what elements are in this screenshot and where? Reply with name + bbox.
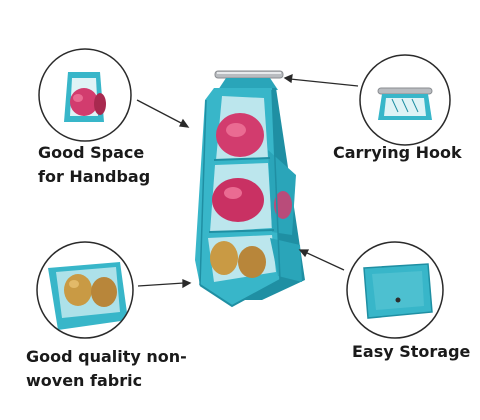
fabric-quality-label: Good quality non- woven fabric xyxy=(26,345,187,393)
fabric-quality-label-line2: woven fabric xyxy=(26,371,143,390)
handbag-space-label-line2: for Handbag xyxy=(38,167,151,186)
handbag-callout-circle xyxy=(38,48,132,142)
handbag-space-label-line1: Good Space xyxy=(38,143,145,162)
handbag-pink-2 xyxy=(212,178,264,222)
hook-callout-circle xyxy=(359,54,451,146)
fabric-quality-label-line1: Good quality non- xyxy=(26,347,187,366)
easy-storage-label: Easy Storage xyxy=(352,340,470,364)
fabric-callout-circle xyxy=(36,241,134,339)
arrow-fabric xyxy=(137,282,185,287)
hanging-organizer xyxy=(195,70,305,308)
arrow-storage xyxy=(304,251,345,271)
storage-callout-circle xyxy=(346,241,444,339)
easy-storage-label-text: Easy Storage xyxy=(352,342,471,361)
carrying-hook-label-text: Carrying Hook xyxy=(333,143,462,162)
arrow-hook xyxy=(289,78,359,87)
arrow-handbag xyxy=(136,99,184,125)
handbag-space-label: Good Space for Handbag xyxy=(38,141,150,189)
carrying-hook-label: Carrying Hook xyxy=(333,141,462,165)
callout-arrows xyxy=(136,73,359,289)
handbag-tan xyxy=(210,241,238,275)
